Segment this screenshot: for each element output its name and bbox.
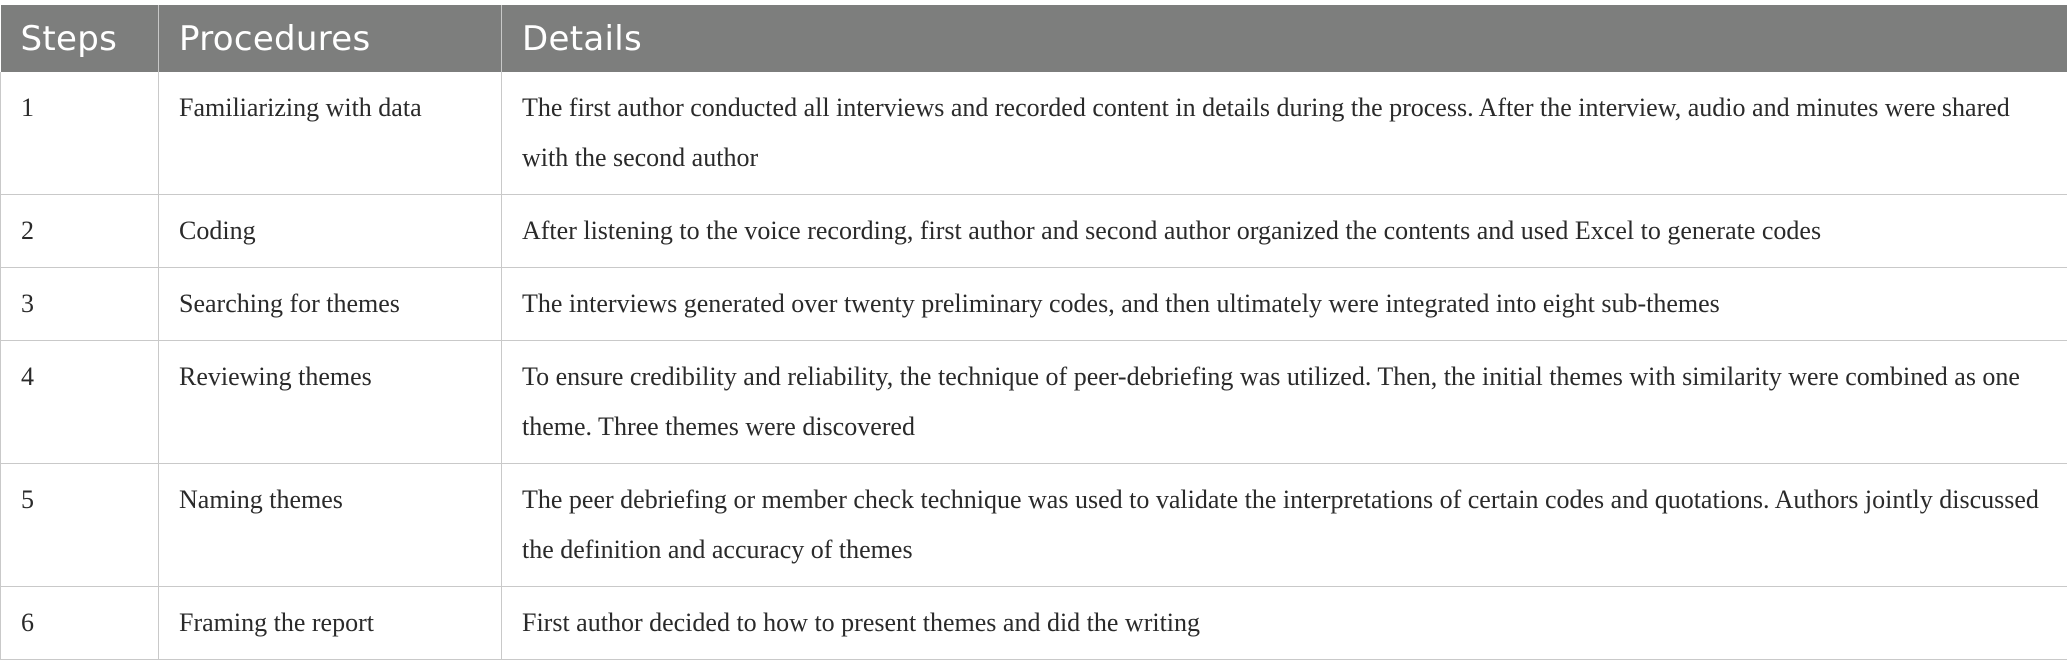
header-procedures: Procedures: [159, 5, 502, 72]
step-cell: 6: [1, 587, 159, 660]
details-cell: To ensure credibility and reliability, t…: [502, 341, 2067, 464]
header-row: Steps Procedures Details: [1, 5, 2067, 72]
details-cell: The peer debriefing or member check tech…: [502, 464, 2067, 587]
table-row: 3 Searching for themes The interviews ge…: [1, 268, 2067, 341]
procedure-cell: Familiarizing with data: [159, 72, 502, 195]
step-cell: 5: [1, 464, 159, 587]
header-details: Details: [502, 5, 2067, 72]
step-cell: 3: [1, 268, 159, 341]
step-cell: 4: [1, 341, 159, 464]
table-row: 2 Coding After listening to the voice re…: [1, 195, 2067, 268]
details-cell: The interviews generated over twenty pre…: [502, 268, 2067, 341]
procedure-cell: Framing the report: [159, 587, 502, 660]
details-cell: First author decided to how to present t…: [502, 587, 2067, 660]
table-row: 1 Familiarizing with data The first auth…: [1, 72, 2067, 195]
details-cell: The first author conducted all interview…: [502, 72, 2067, 195]
procedures-table-container: Steps Procedures Details 1 Familiarizing…: [0, 5, 2067, 660]
procedure-cell: Reviewing themes: [159, 341, 502, 464]
procedures-table: Steps Procedures Details 1 Familiarizing…: [0, 5, 2067, 660]
table-header: Steps Procedures Details: [1, 5, 2067, 72]
table-row: 6 Framing the report First author decide…: [1, 587, 2067, 660]
header-steps: Steps: [1, 5, 159, 72]
table-body: 1 Familiarizing with data The first auth…: [1, 72, 2067, 660]
procedure-cell: Naming themes: [159, 464, 502, 587]
step-cell: 2: [1, 195, 159, 268]
step-cell: 1: [1, 72, 159, 195]
table-row: 5 Naming themes The peer debriefing or m…: [1, 464, 2067, 587]
details-cell: After listening to the voice recording, …: [502, 195, 2067, 268]
procedure-cell: Coding: [159, 195, 502, 268]
procedure-cell: Searching for themes: [159, 268, 502, 341]
table-row: 4 Reviewing themes To ensure credibility…: [1, 341, 2067, 464]
